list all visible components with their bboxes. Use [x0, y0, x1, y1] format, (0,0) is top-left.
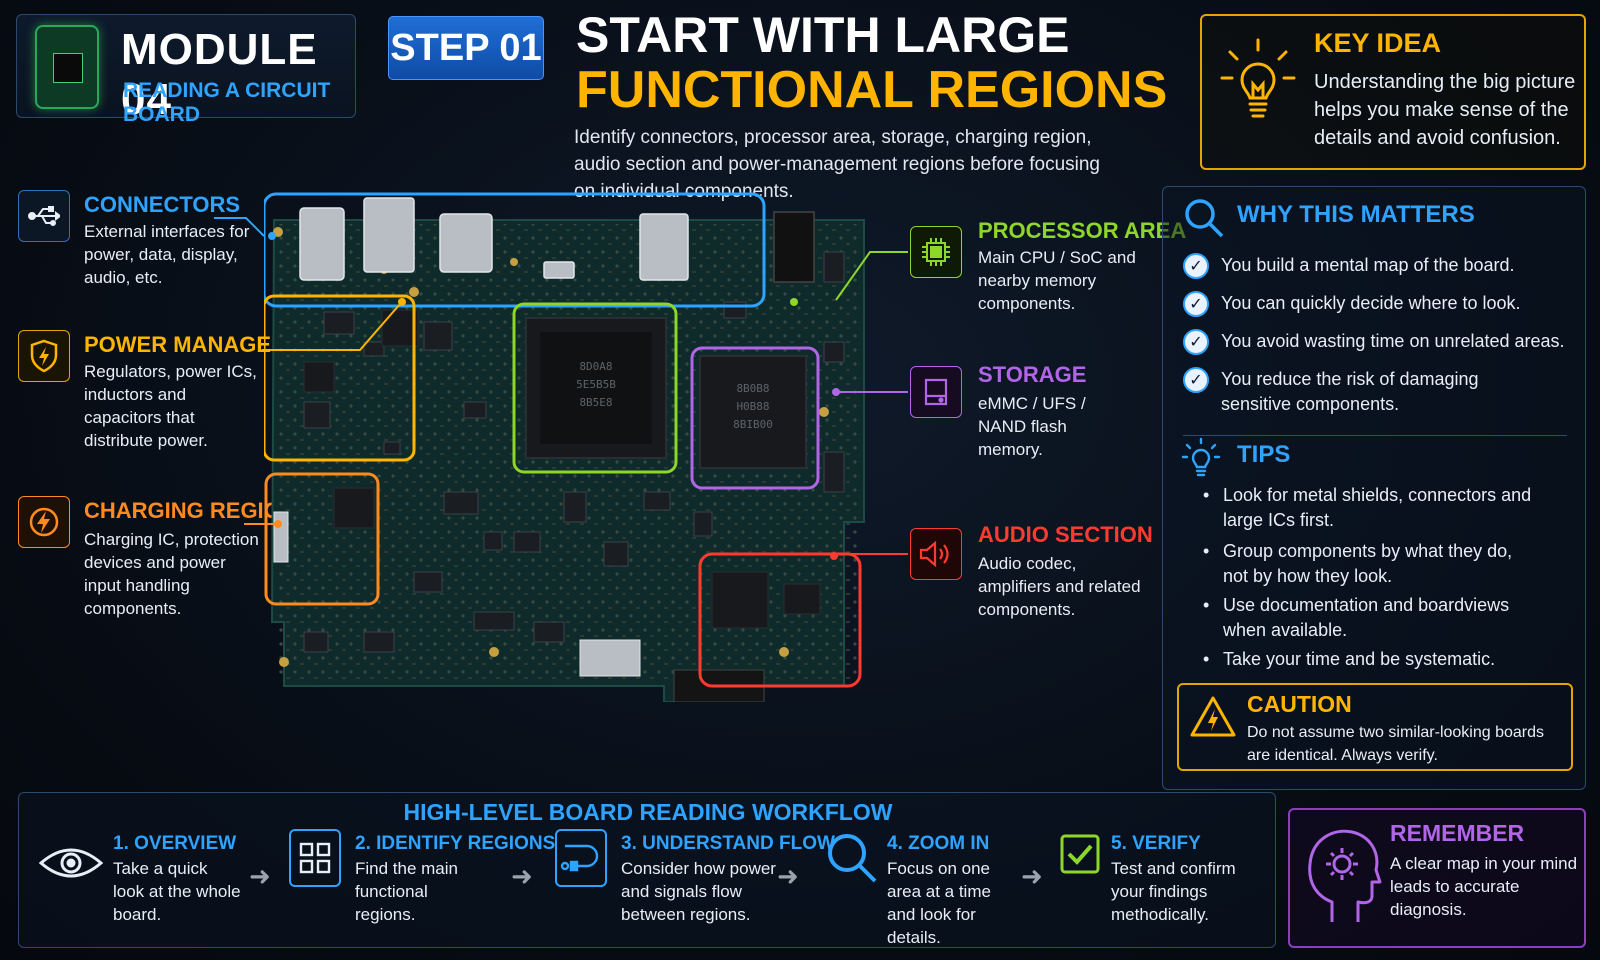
- chip-icon: [910, 226, 962, 278]
- audio-section-body: Audio codec, amplifiers and related comp…: [978, 554, 1141, 619]
- why-item: ✓You avoid wasting time on unrelated are…: [1183, 329, 1573, 355]
- workflow-step-body: Consider how power and signals flow betw…: [621, 859, 776, 924]
- lightbulb-icon: [1181, 437, 1221, 482]
- step-badge: STEP 01: [388, 16, 544, 80]
- workflow-step-body: Test and confirm your findings methodica…: [1111, 859, 1236, 924]
- module-badge: MODULE 04 READING A CIRCUIT BOARD: [16, 14, 356, 126]
- circuit-board-image: 8D0A8 5E5B5B 8B5E8 8B0B8 H0B88 8BIB00: [262, 192, 876, 703]
- soc-label-3: 8B5E8: [579, 396, 612, 409]
- headline-line-1: START WITH LARGE: [576, 7, 1070, 63]
- key-idea-title: KEY IDEA: [1314, 28, 1442, 58]
- storage-label-3: 8BIB00: [733, 418, 773, 431]
- workflow-step-title: 5. VERIFY: [1111, 833, 1201, 854]
- bolt-icon: [18, 496, 70, 548]
- connectors-title: CONNECTORS: [84, 192, 241, 217]
- workflow-step-body: Focus on one area at a time and look for…: [887, 859, 991, 947]
- tip-item: Group components by what they do, not by…: [1199, 539, 1519, 589]
- module-title: MODULE 04: [121, 25, 318, 124]
- workflow-step-title: 4. ZOOM IN: [887, 833, 990, 854]
- why-item: ✓You can quickly decide where to look.: [1183, 291, 1573, 317]
- caution-title: CAUTION: [1247, 691, 1352, 717]
- soc-label-1: 8D0A8: [579, 360, 612, 373]
- remember-box: REMEMBER A clear map in your mind leads …: [1288, 808, 1586, 948]
- workflow-step-body: Take a quick look at the whole board.: [113, 859, 241, 924]
- storage-icon: [910, 366, 962, 418]
- arrow-right-icon: ➜: [1021, 861, 1043, 891]
- workflow-step-title: 1. OVERVIEW: [113, 833, 237, 854]
- tips-title: TIPS: [1237, 441, 1291, 468]
- divider: [1183, 435, 1567, 436]
- checkbox-icon: [1059, 833, 1101, 880]
- magnifier-icon: [825, 831, 879, 890]
- workflow-step-title: 2. IDENTIFY REGIONS: [355, 833, 556, 854]
- remember-body: A clear map in your mind leads to accura…: [1390, 854, 1578, 919]
- storage-label-1: 8B0B8: [736, 382, 769, 395]
- charging-region-body: Charging IC, protection devices and powe…: [84, 530, 259, 618]
- power-management-body: Regulators, power ICs, inductors and cap…: [84, 362, 257, 450]
- workflow-title: HIGH-LEVEL BOARD READING WORKFLOW: [403, 799, 893, 825]
- check-icon: ✓: [1183, 367, 1209, 393]
- tip-item: Look for metal shields, connectors and l…: [1199, 483, 1569, 533]
- caution-body: Do not assume two similar-looking boards…: [1247, 724, 1545, 764]
- check-icon: ✓: [1183, 291, 1209, 317]
- workflow-step-body: Find the main functional regions.: [355, 859, 458, 924]
- connectors-body: External interfaces for power, data, dis…: [84, 222, 250, 287]
- storage-label-2: H0B88: [736, 400, 769, 413]
- circuit-board-icon: [35, 25, 99, 109]
- processor-area-body: Main CPU / SoC and nearby memory compone…: [978, 248, 1136, 313]
- remember-title: REMEMBER: [1390, 820, 1525, 846]
- why-item: ✓You build a mental map of the board.: [1183, 253, 1573, 279]
- key-idea-body: Understanding the big picture helps you …: [1314, 71, 1576, 149]
- warning-icon: [1189, 695, 1237, 744]
- caution-box: CAUTION Do not assume two similar-lookin…: [1177, 683, 1573, 771]
- arrow-right-icon: ➜: [777, 861, 799, 891]
- tip-item: Take your time and be systematic.: [1199, 647, 1569, 672]
- intro-text: Identify connectors, processor area, sto…: [574, 127, 1100, 202]
- processor-area-title: PROCESSOR AREA: [978, 218, 1187, 243]
- why-matters-panel: WHY THIS MATTERS ✓You build a mental map…: [1162, 186, 1586, 790]
- arrow-right-icon: ➜: [249, 861, 271, 891]
- shield-bolt-icon: [18, 330, 70, 382]
- soc-label-2: 5E5B5B: [576, 378, 616, 391]
- storage-body: eMMC / UFS / NAND flash memory.: [978, 394, 1086, 459]
- workflow-step-title: 3. UNDERSTAND FLOW: [621, 833, 835, 854]
- audio-section-title: AUDIO SECTION: [978, 522, 1153, 547]
- charging-region-title: CHARGING REGION: [84, 498, 297, 523]
- usb-icon: [18, 190, 70, 242]
- why-item: ✓You reduce the risk of damaging sensiti…: [1183, 367, 1483, 417]
- check-icon: ✓: [1183, 329, 1209, 355]
- why-matters-title: WHY THIS MATTERS: [1237, 201, 1475, 228]
- check-icon: ✓: [1183, 253, 1209, 279]
- flow-icon: [555, 829, 607, 887]
- magnifier-icon: [1183, 197, 1225, 244]
- grid-icon: [289, 829, 341, 887]
- lightbulb-icon: [1220, 36, 1296, 131]
- head-gear-icon: [1302, 824, 1382, 933]
- storage-title: STORAGE: [978, 362, 1087, 387]
- arrow-right-icon: ➜: [511, 861, 533, 891]
- speaker-icon: [910, 528, 962, 580]
- workflow-panel: HIGH-LEVEL BOARD READING WORKFLOW 1. OVE…: [18, 792, 1276, 948]
- key-idea-box: KEY IDEA Understanding the big picture h…: [1200, 14, 1586, 170]
- module-subtitle: READING A CIRCUIT BOARD: [123, 79, 331, 126]
- tip-item: Use documentation and boardviews when av…: [1199, 593, 1519, 643]
- eye-icon: [38, 843, 104, 888]
- headline-line-2: FUNCTIONAL REGIONS: [576, 61, 1168, 119]
